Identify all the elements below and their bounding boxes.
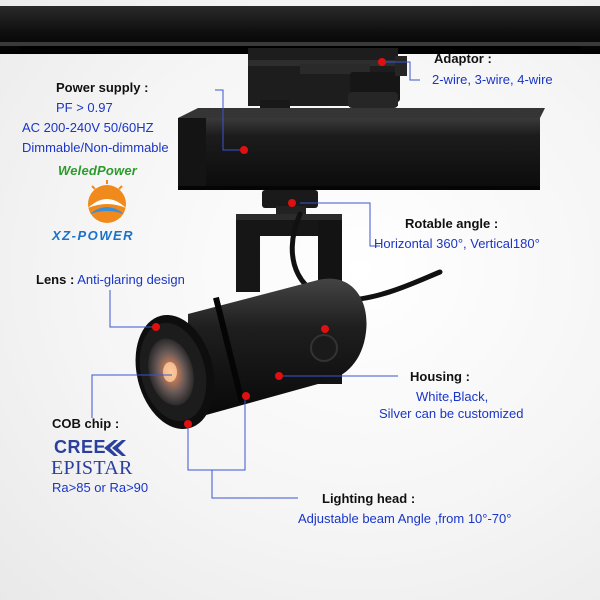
leader-lens (109, 290, 157, 328)
lens-label: Lens : Anti-glaring design (36, 272, 185, 288)
marker-lens (152, 323, 160, 331)
power-supply-title: Power supply : (56, 80, 149, 95)
leader-rotatable (300, 202, 380, 247)
xz-power-sun-icon (88, 180, 126, 223)
weledpower-logo: WeledPower (58, 163, 138, 178)
lighting-head (188, 278, 367, 420)
adaptor-value: 2-wire, 3-wire, 4-wire (432, 72, 553, 87)
lighting-head-title: Lighting head : (322, 491, 416, 506)
red-markers (152, 58, 386, 428)
cob-value: Ra>85 or Ra>90 (52, 480, 149, 495)
leader-adaptor (380, 61, 420, 81)
marker-power-supply (240, 146, 248, 154)
lens-value: Anti-glaring design (77, 272, 185, 287)
leader-cob (91, 374, 172, 418)
marker-rotatable (288, 199, 296, 207)
leader-lighting-head (187, 428, 298, 499)
power-supply-line-pf: PF > 0.97 (56, 100, 113, 115)
cree-chevron-icon (104, 440, 126, 456)
xz-power-logo: XZ-POWER (52, 228, 135, 243)
marker-adaptor (378, 58, 386, 66)
track-rail (0, 6, 600, 54)
housing-title: Housing : (410, 369, 470, 384)
adaptor-title: Adaptor : (434, 51, 492, 66)
marker-yoke (321, 325, 329, 333)
power-supply-line-dimmable: Dimmable/Non-dimmable (22, 140, 169, 155)
power-supply-line-ac: AC 200-240V 50/60HZ (22, 120, 154, 135)
power-supply-box (178, 108, 545, 190)
housing-line-colors: White,Black, (416, 389, 489, 404)
leader-lighting-head-2 (212, 396, 246, 471)
marker-head-front (184, 420, 192, 428)
epistar-logo: EPISTAR (51, 457, 133, 479)
leader-lines (91, 61, 420, 499)
lens-title: Lens : (36, 272, 75, 287)
rotatable-value: Horizontal 360°, Vertical180° (374, 236, 540, 251)
leader-power-supply (215, 89, 243, 151)
housing-line-custom: Silver can be customized (379, 406, 524, 421)
cree-logo: CREE (54, 437, 107, 457)
marker-head-bottom (242, 392, 250, 400)
lens-assembly (135, 314, 215, 430)
cob-title: COB chip : (52, 416, 120, 431)
rotatable-title: Rotable angle : (405, 216, 499, 231)
adaptor-block (248, 48, 407, 110)
marker-housing (275, 372, 283, 380)
lighting-head-value: Adjustable beam Angle ,from 10°-70° (298, 511, 512, 526)
